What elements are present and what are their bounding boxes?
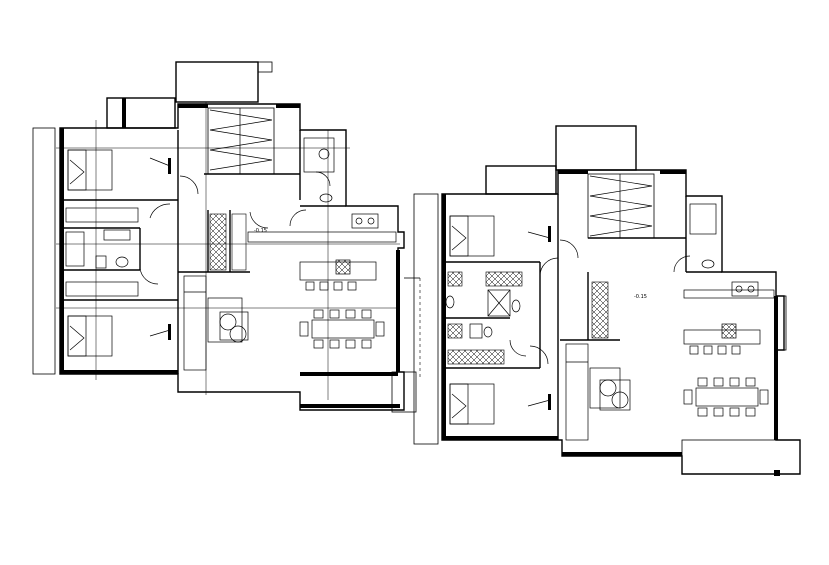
left-bidet (95, 255, 107, 269)
left-toilet (115, 256, 129, 268)
left-floor-plan: -0.15 (32, 61, 421, 413)
right-dining-table (695, 387, 759, 407)
right-stair-flights (589, 175, 653, 237)
left-wall-north-2 (276, 104, 300, 108)
right-outer-wall (441, 169, 801, 475)
left-wardrobe-bottom (65, 281, 139, 297)
left-kitchen-counter (247, 231, 397, 243)
right-terrace (681, 439, 801, 475)
left-top-terrace (106, 97, 176, 129)
right-bed-bottom (449, 383, 495, 425)
right-kitchen-counter (683, 289, 775, 299)
left-wardrobe-top (65, 207, 139, 223)
left-stair-flights (209, 109, 273, 171)
right-staircase (587, 173, 655, 239)
left-balcony (32, 127, 56, 375)
left-island-stools (305, 281, 357, 291)
right-shower (487, 289, 511, 317)
left-wall-south-2 (300, 372, 398, 376)
right-toilet (511, 299, 521, 313)
left-bathtub (65, 231, 85, 267)
left-roof-volume (175, 61, 259, 103)
right-island-stools (689, 345, 741, 355)
right-column-hatch (591, 281, 609, 339)
left-bed-bottom (67, 315, 113, 357)
left-wall-west (60, 128, 64, 374)
left-roof-detail (257, 61, 273, 73)
left-dining-table (311, 319, 375, 339)
right-level-marker: -0.15 (634, 294, 647, 300)
right-dining-chairs (683, 377, 769, 417)
right-top-terrace (485, 165, 557, 195)
left-level-marker: -0.15 (254, 228, 267, 234)
right-floor-plan: -0.15 (413, 125, 801, 476)
left-wall-north (178, 104, 208, 108)
left-door-swing (149, 203, 171, 219)
right-roof-volume (555, 125, 637, 171)
left-sofa (183, 275, 207, 371)
left-outer-wall (59, 103, 405, 411)
left-terrace-post (122, 98, 126, 128)
left-coffee-table (219, 311, 249, 341)
left-wall-east (396, 250, 400, 372)
right-bed-top (449, 215, 495, 257)
right-coffee-table (599, 379, 631, 411)
left-utility (303, 137, 335, 173)
left-dining-chairs (299, 309, 385, 349)
right-utility (689, 203, 717, 235)
left-column-hatch (209, 213, 227, 271)
left-wall-south (62, 370, 178, 374)
right-sofa (565, 343, 589, 441)
right-wardrobe (447, 271, 463, 287)
left-terrace-edge (391, 371, 417, 413)
left-bed-top (67, 149, 113, 191)
right-balcony (413, 193, 439, 445)
